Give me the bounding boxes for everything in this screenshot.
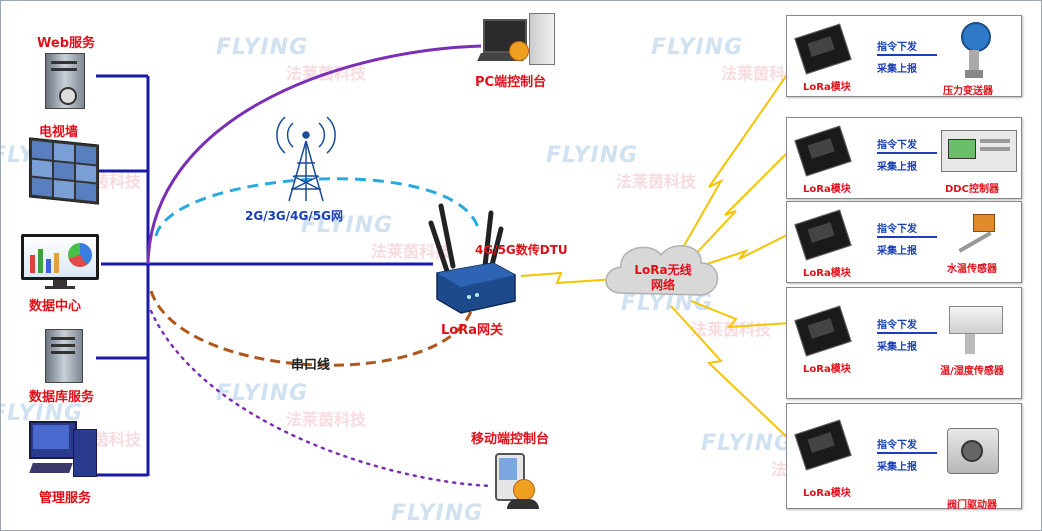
lora-gateway-icon [428,203,516,314]
command-down-label: 指令下发 [877,140,917,151]
device-panel: LoRa模块 指令下发 采集上报 压力变送器 [786,15,1022,97]
lora-module-icon [794,209,852,261]
data-up-label: 采集上报 [877,162,917,173]
mobile-console-label: 移动端控制台 [471,432,550,447]
dtu-label: 4G/5G数传DTU [475,243,568,257]
lora-module-label: LoRa模块 [803,184,851,195]
lora-module-icon [794,125,852,177]
database-server-label: 数据库服务 [29,390,95,405]
arrow-right-icon [877,452,937,454]
arrow-right-icon [877,54,937,56]
tv-wall-icon [29,137,99,205]
lightning-bolt [680,68,792,252]
data-center-label: 数据中心 [29,299,82,314]
gateway-label: LoRa网关 [441,323,503,338]
lora-module-icon [794,305,852,357]
lora-module-label: LoRa模块 [803,82,851,93]
tv-wall-label: 电视墙 [39,125,79,140]
server-bus [96,74,433,477]
lightning-bolt [690,148,792,260]
lightning-bolt [700,232,792,267]
pressure-transmitter-icon [955,22,995,82]
database-server-icon [39,329,93,383]
command-down-label: 指令下发 [877,320,917,331]
lora-module-label: LoRa模块 [803,488,851,499]
lora-module-label: LoRa模块 [803,268,851,279]
command-down-label: 指令下发 [877,42,917,53]
device-label: 水温传感器 [947,264,997,275]
device-label: 阀门驱动器 [947,500,997,511]
command-down-label: 指令下发 [877,440,917,451]
lora-network-label: LoRa无线 网络 [627,263,699,293]
data-up-label: 采集上报 [877,462,917,473]
web-server-label: Web服务 [37,36,95,51]
cloud-icon [605,245,719,296]
lightning-bolt [520,271,617,285]
humidity-sensor-icon [945,302,1007,358]
data-up-label: 采集上报 [877,64,917,75]
lora-network-label-line1: LoRa无线 [634,263,692,277]
device-label: 压力变送器 [943,86,993,97]
water-temp-sensor-icon [947,212,1007,256]
command-down-label: 指令下发 [877,224,917,235]
arrow-right-icon [877,152,937,154]
data-up-label: 采集上报 [877,246,917,257]
lora-module-label: LoRa模块 [803,364,851,375]
admin-server-label: 管理服务 [39,491,92,506]
web-server-icon [39,53,93,109]
device-panel: LoRa模块 指令下发 采集上报 温/湿度传感器 [786,287,1022,399]
lora-wireless-links [520,68,792,442]
device-label: DDC控制器 [945,184,999,195]
data-center-icon [21,234,101,290]
ddc-controller-icon [941,130,1017,172]
mobile-link-arc [149,309,493,488]
lora-module-icon [794,23,852,75]
cellular-network-label: 2G/3G/4G/5G网 [245,209,343,223]
lora-network-label-line2: 网络 [650,278,675,292]
device-panel: LoRa模块 指令下发 采集上报 DDC控制器 [786,117,1022,199]
device-panel: LoRa模块 指令下发 采集上报 阀门驱动器 [786,403,1022,511]
cell-tower-icon [276,116,336,202]
device-panel: LoRa模块 指令下发 采集上报 水温传感器 [786,201,1022,283]
admin-server-icon [29,421,99,483]
mobile-console-icon [491,451,541,511]
data-up-label: 采集上报 [877,342,917,353]
lora-module-icon [794,419,852,471]
serial-link-arc [149,290,473,367]
device-label: 温/湿度传感器 [940,366,1004,377]
pc-console-label: PC端控制台 [475,75,547,90]
arrow-right-icon [877,236,937,238]
pc-console-icon [477,13,559,67]
serial-cable-label: 串口线 [291,358,331,373]
lightning-bolt [690,300,792,329]
pc-link-arc [146,44,482,265]
valve-actuator-icon [943,420,1003,480]
lightning-bolt [670,305,792,442]
arrow-right-icon [877,332,937,334]
